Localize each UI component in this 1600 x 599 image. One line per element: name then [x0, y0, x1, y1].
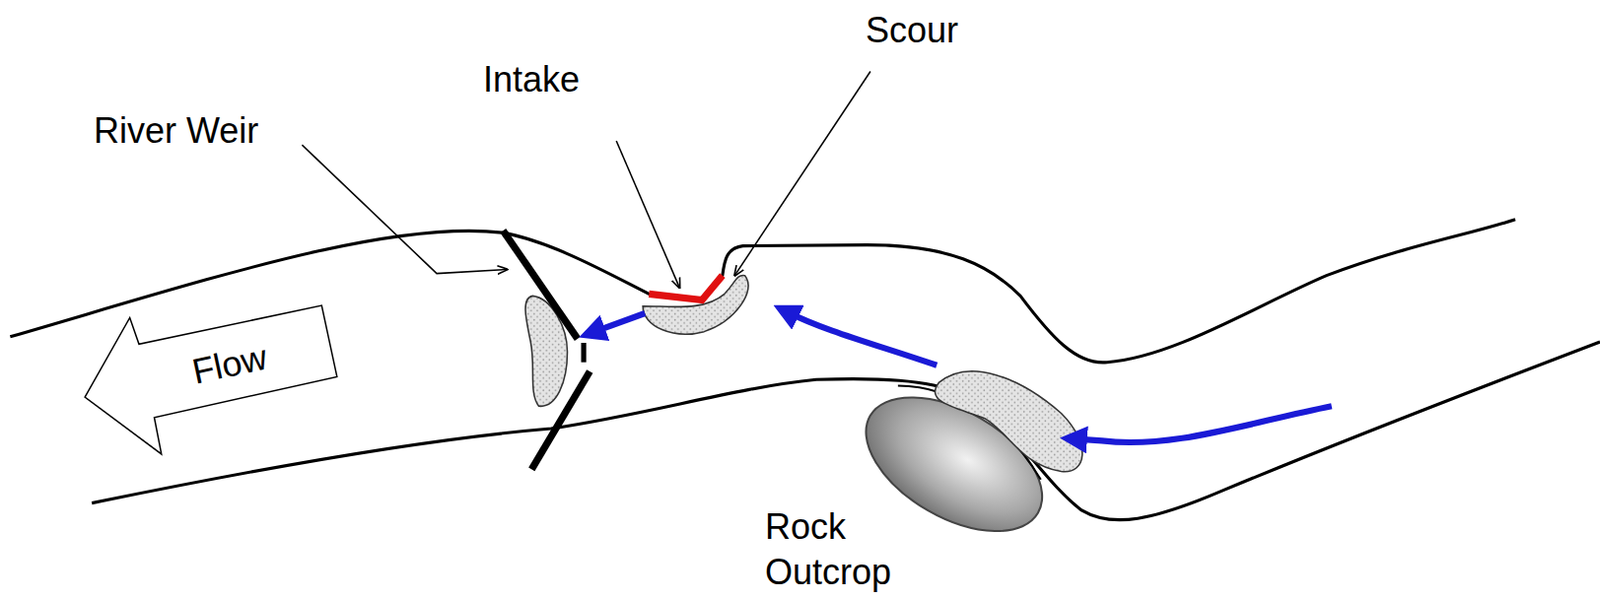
- flow-arrow: Flow: [81, 303, 343, 457]
- rock-outcrop-label: Rock Outcrop: [765, 504, 923, 596]
- weir-label: River Weir: [93, 108, 350, 154]
- intake-label: Intake: [483, 57, 641, 103]
- scour-label: Scour: [865, 7, 1004, 54]
